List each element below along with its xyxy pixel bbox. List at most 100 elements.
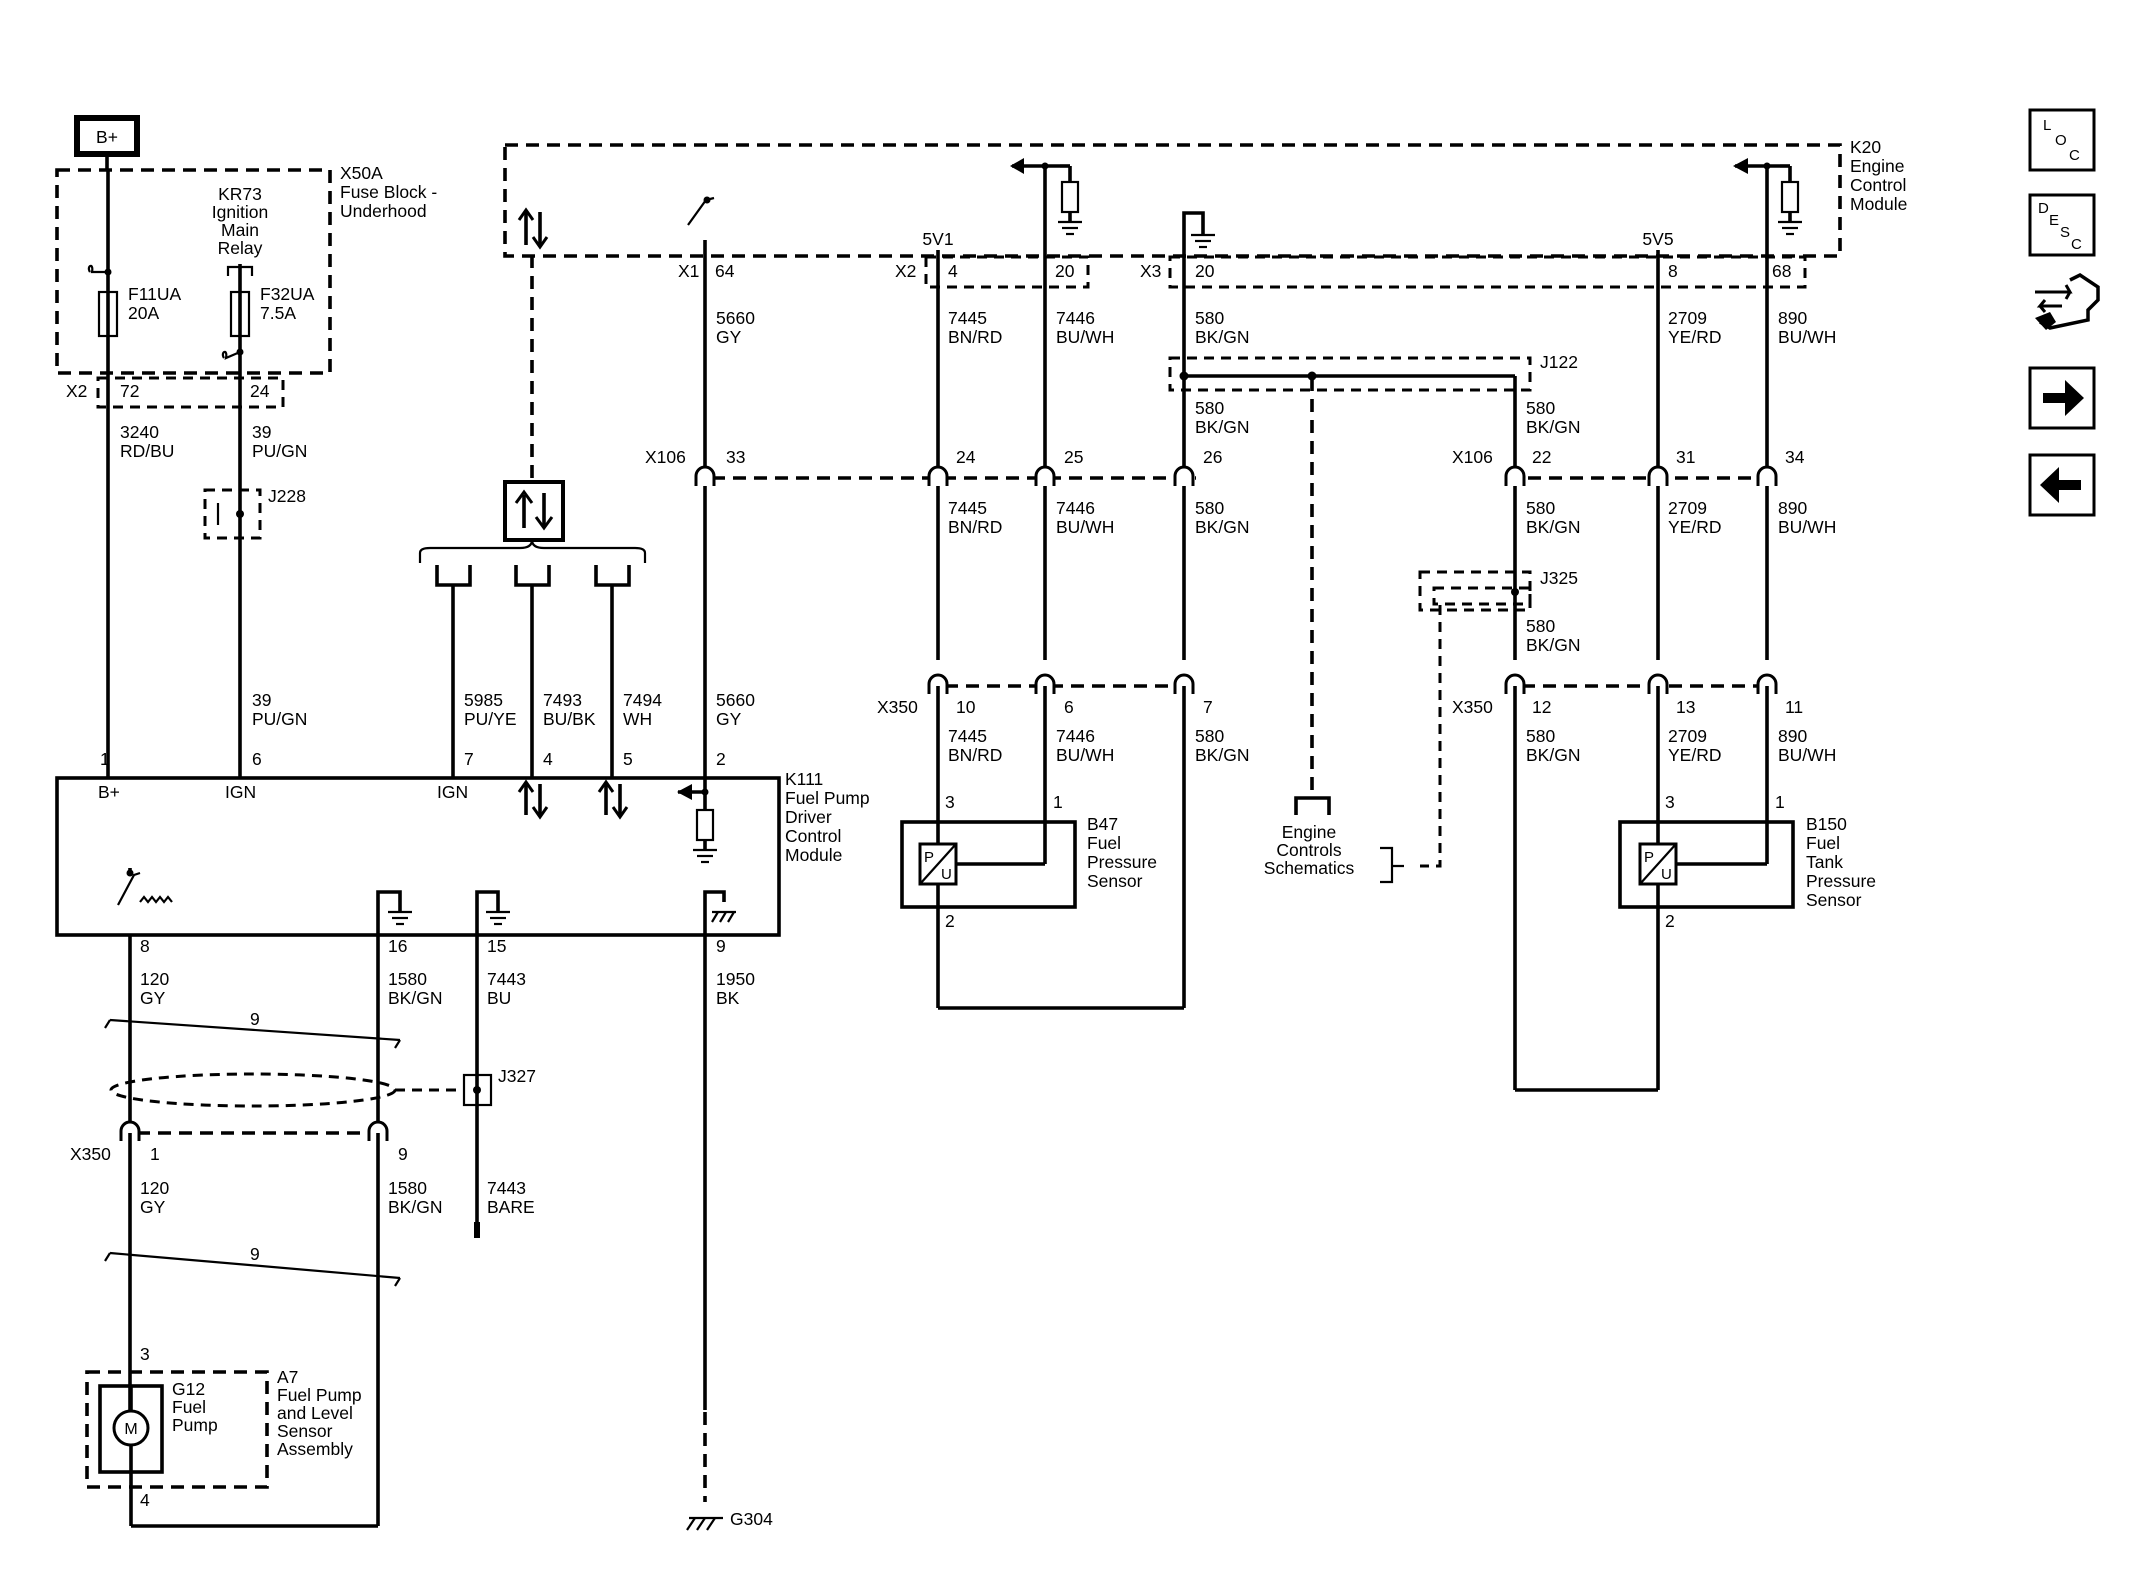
pin-x3-20: 20: [1195, 261, 1215, 281]
wire-7446-color-b: BU/WH: [1056, 517, 1114, 537]
x50a-line-2: Underhood: [340, 201, 427, 221]
loc-letter-c: C: [2069, 147, 2080, 164]
pin-b47-3: 3: [945, 792, 955, 812]
loc-button[interactable]: L O C: [2028, 108, 2096, 172]
wire-2709-color-a: YE/RD: [1668, 327, 1721, 347]
k111-line-4: Control: [785, 826, 841, 846]
g12-line-2: Fuel: [172, 1397, 206, 1417]
wire-1950-color: BK: [716, 988, 740, 1008]
b47-line-3: Pressure: [1087, 852, 1157, 872]
serial-data-icon: [503, 480, 565, 542]
rail-5v1: 5V1: [922, 229, 953, 249]
wire-5660-num-b: 5660: [716, 690, 755, 710]
wire-580-color-h: BK/GN: [1526, 745, 1580, 765]
conn-x350-c: X350: [70, 1144, 111, 1164]
battery-symbol: B+: [74, 115, 140, 170]
conn-x106-b: X106: [1452, 447, 1493, 467]
wire-7445-color-a: BN/RD: [948, 327, 1002, 347]
splice-j327: J327: [498, 1066, 536, 1086]
a7-line-1: A7: [277, 1367, 298, 1387]
loc-letter-l: L: [2043, 117, 2051, 134]
wire-890-num-c: 890: [1778, 726, 1807, 746]
wire-580-num-d: 580: [1195, 498, 1224, 518]
arrow-left-icon: [2040, 467, 2081, 503]
twist-count-1: 9: [250, 1009, 260, 1029]
conn-x106-a: X106: [645, 447, 686, 467]
g12-line-3: Pump: [172, 1415, 218, 1435]
pin-a7-4: 4: [140, 1490, 150, 1510]
wire-7443-color-b: BARE: [487, 1197, 535, 1217]
pin-x2-20: 20: [1055, 261, 1075, 281]
desc-button[interactable]: D E S C: [2028, 193, 2096, 257]
wire-2709-color-c: YE/RD: [1668, 745, 1721, 765]
wire-7443-num-a: 7443: [487, 969, 526, 989]
wire-7445-num-c: 7445: [948, 726, 987, 746]
b47-line-2: Fuel: [1087, 833, 1121, 853]
k111-line-1: K111: [785, 769, 823, 789]
k111-pin-ign-2: IGN: [437, 782, 468, 802]
wire-1580-color-b: BK/GN: [388, 1197, 442, 1217]
pin-x106-24: 24: [956, 447, 976, 467]
pin-k111-7: 7: [464, 749, 474, 769]
k111-line-3: Driver: [785, 807, 832, 827]
label: P: [1644, 849, 1654, 866]
rail-5v5: 5V5: [1642, 229, 1673, 249]
label: P: [924, 849, 934, 866]
fuse-f11ua-rating: 20A: [128, 303, 159, 323]
arrow-right-button[interactable]: [2028, 366, 2096, 430]
ground-g304-symbol: [686, 1516, 723, 1531]
module-k20-ecm: K20 Engine Control Module 5V1 5V5: [503, 137, 1907, 258]
wire-580-num-f: 580: [1526, 616, 1555, 636]
wire-580-color-d: BK/GN: [1195, 517, 1249, 537]
engine-controls-line-2: Controls: [1276, 840, 1341, 860]
desc-letter-d: D: [2038, 200, 2049, 217]
wire-2709-num-b: 2709: [1668, 498, 1707, 518]
pin-k111-6: 6: [252, 749, 262, 769]
connector-end-view-icon[interactable]: [2035, 272, 2100, 330]
fuse-f32ua-name: F32UA: [260, 284, 315, 304]
wire-890-color-b: BU/WH: [1778, 517, 1836, 537]
wire-120-color-b: GY: [140, 1197, 166, 1217]
wire-7446-num-b: 7446: [1056, 498, 1095, 518]
pin-k111-4: 4: [543, 749, 553, 769]
pin-x350-13: 13: [1676, 697, 1695, 717]
desc-letter-s: S: [2060, 224, 2070, 241]
wire-580-num-c: 580: [1526, 398, 1555, 418]
desc-letter-c: C: [2071, 236, 2082, 253]
wire-120-color-a: GY: [140, 988, 166, 1008]
wire-3240-color: RD/BU: [120, 441, 174, 461]
wire-7445-color-b: BN/RD: [948, 517, 1002, 537]
wire-580-color-a: BK/GN: [1195, 327, 1249, 347]
pin-k111-1: 1: [100, 749, 110, 769]
splice-j228: J228: [268, 486, 306, 506]
pin-b47-1: 1: [1053, 792, 1063, 812]
wire-7446-color-a: BU/WH: [1056, 327, 1114, 347]
pin-x350-7: 7: [1203, 697, 1213, 717]
pin-x350-12: 12: [1532, 697, 1551, 717]
wire-7443-color-a: BU: [487, 988, 511, 1008]
pin-x106-22: 22: [1532, 447, 1551, 467]
arrow-left-button[interactable]: [2028, 453, 2096, 517]
wire-580-num-e: 580: [1526, 498, 1555, 518]
k111-pin-bplus: B+: [98, 782, 120, 802]
wire-890-num-b: 890: [1778, 498, 1807, 518]
wire-1580-num-a: 1580: [388, 969, 427, 989]
conn-x2-fuse: X2: [66, 381, 87, 401]
pin-a7-3: 3: [140, 1344, 150, 1364]
b150-line-5: Sensor: [1806, 890, 1862, 910]
fuse-f11ua-name: F11UA: [128, 284, 181, 304]
pin-x350-1: 1: [150, 1144, 160, 1164]
engine-controls-line-1: Engine: [1282, 822, 1337, 842]
relay-line-1: KR73: [218, 184, 262, 204]
pin-b47-2: 2: [945, 911, 955, 931]
pin-k111-8: 8: [140, 936, 150, 956]
conn-x1: X1: [678, 261, 699, 281]
pin-x106-33: 33: [726, 447, 745, 467]
wire-1580-color-a: BK/GN: [388, 988, 442, 1008]
fuse-f32ua-rating: 7.5A: [260, 303, 296, 323]
label: U: [1661, 866, 1672, 883]
pin-x1-64: 64: [715, 261, 735, 281]
pin-x106-25: 25: [1064, 447, 1083, 467]
wire-7494-color: WH: [623, 709, 652, 729]
